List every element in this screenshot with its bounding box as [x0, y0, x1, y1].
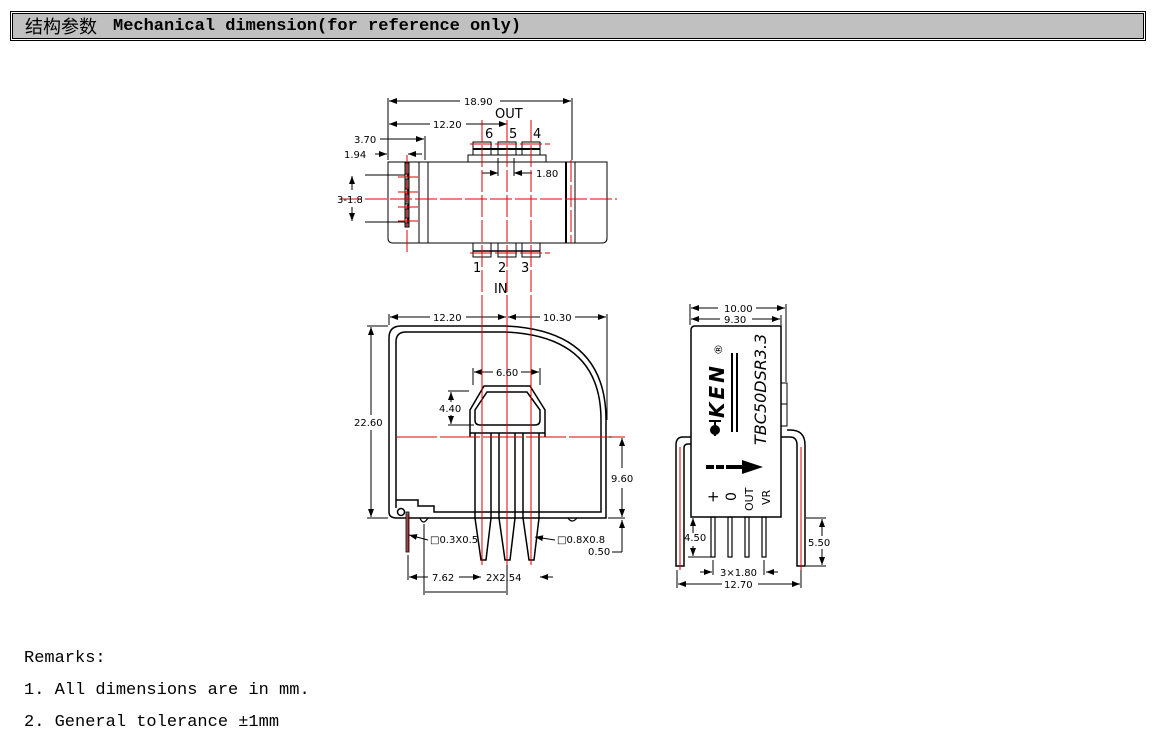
- header-title-cn: 结构参数: [25, 17, 97, 38]
- dim-front-overall-height: 22.60: [354, 418, 383, 429]
- dim-side-body-width: 9.30: [724, 315, 746, 326]
- side-pin-vr: [761, 516, 767, 558]
- out-pin-label-6: 6: [485, 127, 493, 142]
- remark-item: 1. All dimensions are in mm.: [24, 681, 310, 700]
- side-view-dims: [676, 304, 826, 588]
- front-view-labels: 12.20 10.30 6.60 4.40 22.60 9.60 □0.3X0.…: [354, 313, 633, 584]
- dim-front-pin-spacing-a: 7.62: [432, 573, 454, 584]
- side-pin-plus: [710, 516, 716, 558]
- section-header: 结构参数 Mechanical dimension(for reference …: [10, 11, 1146, 41]
- side-lead-left: [675, 436, 691, 567]
- in-pin-label-3: 3: [521, 261, 529, 276]
- pin-label-zero: 0: [724, 492, 740, 501]
- side-view-dim-labels: 10.00 9.30 4.50 5.50 3×1.80 12.70: [684, 304, 830, 591]
- dim-front-right-width: 10.30: [543, 313, 572, 324]
- front-body-inner: [395, 331, 602, 513]
- dim-side-pin-pitch: 3×1.80: [720, 568, 757, 579]
- in-pin-label-2: 2: [498, 261, 506, 276]
- top-body-outline: [387, 161, 608, 244]
- pin-label-plus: +: [704, 490, 722, 503]
- dim-top-overall-width: 18.90: [464, 97, 493, 108]
- side-pin-zero: [727, 516, 733, 558]
- dim-top-side-pins: 3-1.8: [337, 195, 363, 206]
- direction-arrow-icon: [706, 460, 763, 474]
- side-view-labels: KEN ® TBC50DSR3.3 + 0 OUT VR: [704, 334, 773, 511]
- dim-front-pin-b-size: □0.8X0.8: [557, 535, 605, 546]
- dim-top-edge-b: 1.94: [344, 150, 366, 161]
- out-label: OUT: [495, 107, 523, 122]
- model-number: TBC50DSR3.3: [751, 334, 770, 445]
- dim-front-window-height: 4.40: [439, 404, 461, 415]
- side-pin-out: [744, 516, 750, 558]
- remarks-section: Remarks: 1. All dimensions are in mm. 2.…: [24, 643, 310, 739]
- side-view-centerlines: [679, 447, 802, 570]
- dim-front-pin-spacing-b: 2X2.54: [486, 573, 521, 584]
- dim-front-window-width: 6.60: [496, 368, 518, 379]
- dim-top-pin-offset: 12.20: [433, 120, 462, 131]
- in-label: IN: [494, 282, 508, 297]
- dim-front-pin-a-size: □0.3X0.5: [430, 535, 478, 546]
- ken-logo-icon: [709, 420, 721, 436]
- brand-name: KEN: [705, 363, 729, 418]
- side-body-outline: [690, 325, 782, 518]
- remarks-title: Remarks:: [24, 649, 106, 668]
- dim-front-left-width: 12.20: [433, 313, 462, 324]
- dim-side-overall-width: 10.00: [724, 304, 753, 315]
- dim-side-pin-span: 12.70: [724, 580, 753, 591]
- dim-side-lead-length: 5.50: [808, 538, 830, 549]
- front-view: [388, 325, 607, 561]
- top-view-labels: 18.90 12.20 3.70 1.94 1.80 3-1.8 OUT 6 5…: [337, 97, 558, 297]
- header-title-en: Mechanical dimension(for reference only): [113, 16, 522, 36]
- top-view: [349, 98, 608, 258]
- section-header-inner: 结构参数 Mechanical dimension(for reference …: [12, 13, 1144, 39]
- front-body-outer: [388, 325, 607, 519]
- remark-item: 2. General tolerance ±1mm: [24, 713, 280, 732]
- dim-front-pin-height: 9.60: [611, 474, 633, 485]
- pin-label-vr: VR: [760, 489, 773, 505]
- front-pin-left: [474, 433, 492, 561]
- out-pin-label-5: 5: [509, 127, 517, 142]
- dim-front-bottom-offset: 0.50: [588, 547, 610, 558]
- dim-top-pin-pitch: 1.80: [536, 169, 558, 180]
- dim-side-pin-length: 4.50: [684, 533, 706, 544]
- front-window-inner: [474, 391, 541, 426]
- front-view-dims: [367, 314, 625, 595]
- in-pin-label-1: 1: [473, 261, 481, 276]
- front-view-centerlines: [397, 300, 625, 565]
- top-view-centerlines: [340, 120, 617, 300]
- pin-label-out: OUT: [743, 487, 756, 511]
- registered-mark: ®: [712, 344, 725, 355]
- out-pin-label-4: 4: [533, 127, 541, 142]
- dim-top-edge-a: 3.70: [354, 135, 376, 146]
